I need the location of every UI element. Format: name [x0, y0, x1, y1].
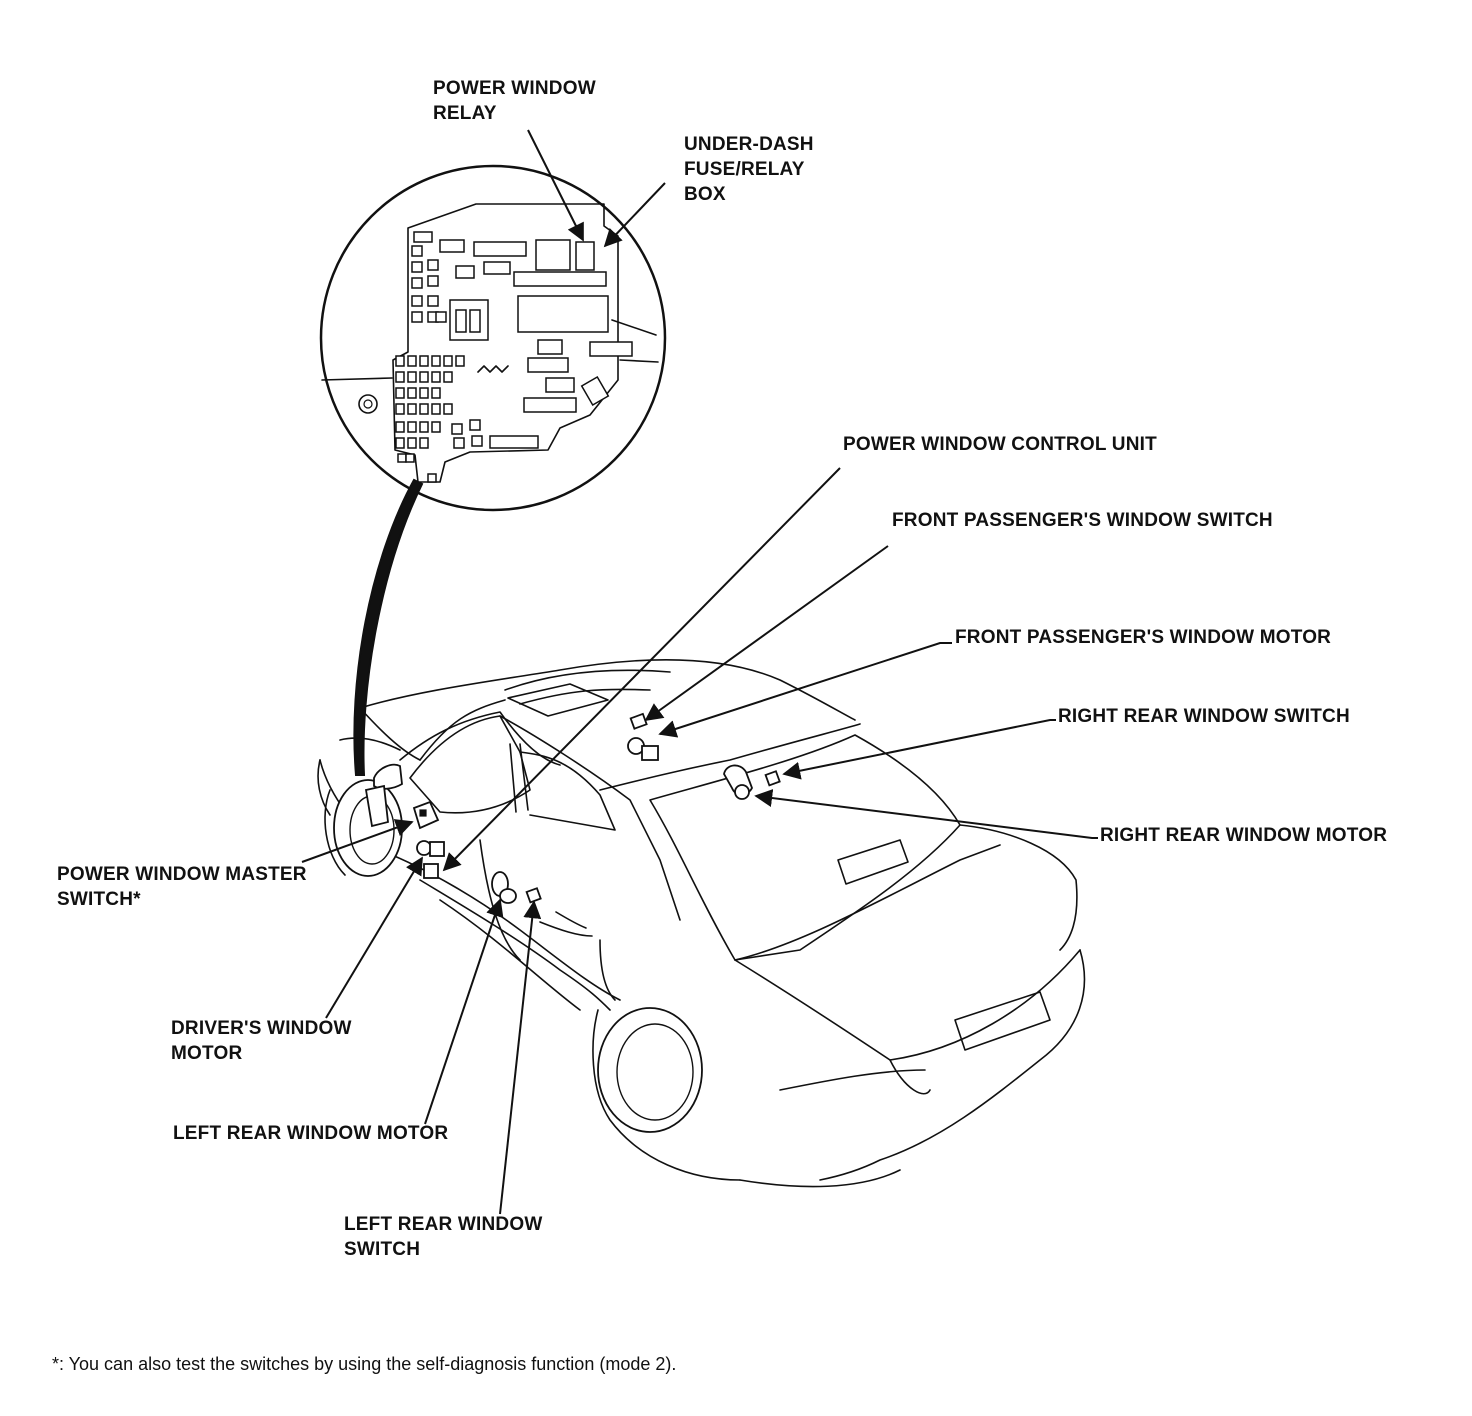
label-master-switch-line1: POWER WINDOW MASTER: [57, 864, 307, 885]
label-power-window-relay: POWER WINDOW RELAY: [433, 76, 596, 126]
leader-lines: [301, 129, 1098, 1215]
magnifier-circle: [319, 164, 667, 512]
leader-control-unit: [442, 467, 841, 872]
label-left-rear-switch: LEFT REAR WINDOW SWITCH: [344, 1212, 542, 1262]
leader-drivers-motor: [325, 856, 423, 1019]
label-front-passenger-switch: FRONT PASSENGER'S WINDOW SWITCH: [892, 510, 1273, 531]
label-control-unit: POWER WINDOW CONTROL UNIT: [843, 434, 1157, 455]
label-left-rear-motor: LEFT REAR WINDOW MOTOR: [173, 1123, 449, 1144]
components: [364, 712, 781, 904]
label-power-window-relay-line1: POWER WINDOW: [433, 78, 596, 99]
label-front-passenger-motor: FRONT PASSENGER'S WINDOW MOTOR: [955, 627, 1332, 648]
label-right-rear-motor: RIGHT REAR WINDOW MOTOR: [1100, 825, 1388, 846]
label-under-dash-box-line2: FUSE/RELAY: [684, 159, 805, 180]
label-left-rear-switch-line2: SWITCH: [344, 1239, 421, 1260]
leader-front-passenger-motor: [658, 642, 952, 738]
label-drivers-motor-line2: MOTOR: [171, 1043, 243, 1064]
label-under-dash-box-line1: UNDER-DASH: [684, 134, 814, 155]
leader-under-dash-box: [603, 182, 666, 248]
label-power-window-relay-line2: RELAY: [433, 103, 497, 124]
leader-master-switch: [301, 819, 414, 863]
leader-front-passenger-switch: [644, 545, 889, 722]
car-illustration: [317, 659, 1086, 1188]
leader-right-rear-motor: [754, 789, 1098, 839]
label-master-switch-line2: SWITCH*: [57, 889, 141, 910]
leader-right-rear-switch: [782, 719, 1056, 780]
leader-power-window-relay: [527, 129, 584, 242]
label-right-rear-switch: RIGHT REAR WINDOW SWITCH: [1058, 706, 1350, 727]
leader-left-rear-motor: [424, 898, 504, 1125]
label-under-dash-box-line3: BOX: [684, 184, 726, 205]
label-master-switch: POWER WINDOW MASTER SWITCH*: [57, 862, 307, 912]
footnote: *: You can also test the switches by usi…: [52, 1354, 677, 1374]
magnifier-connector: [353, 478, 424, 776]
label-drivers-motor-line1: DRIVER'S WINDOW: [171, 1018, 352, 1039]
label-drivers-motor: DRIVER'S WINDOW MOTOR: [171, 1016, 352, 1066]
label-under-dash-box: UNDER-DASH FUSE/RELAY BOX: [684, 132, 814, 207]
label-left-rear-switch-line1: LEFT REAR WINDOW: [344, 1214, 543, 1235]
leader-left-rear-switch: [499, 900, 542, 1215]
fuse-relay-box: [358, 203, 633, 483]
